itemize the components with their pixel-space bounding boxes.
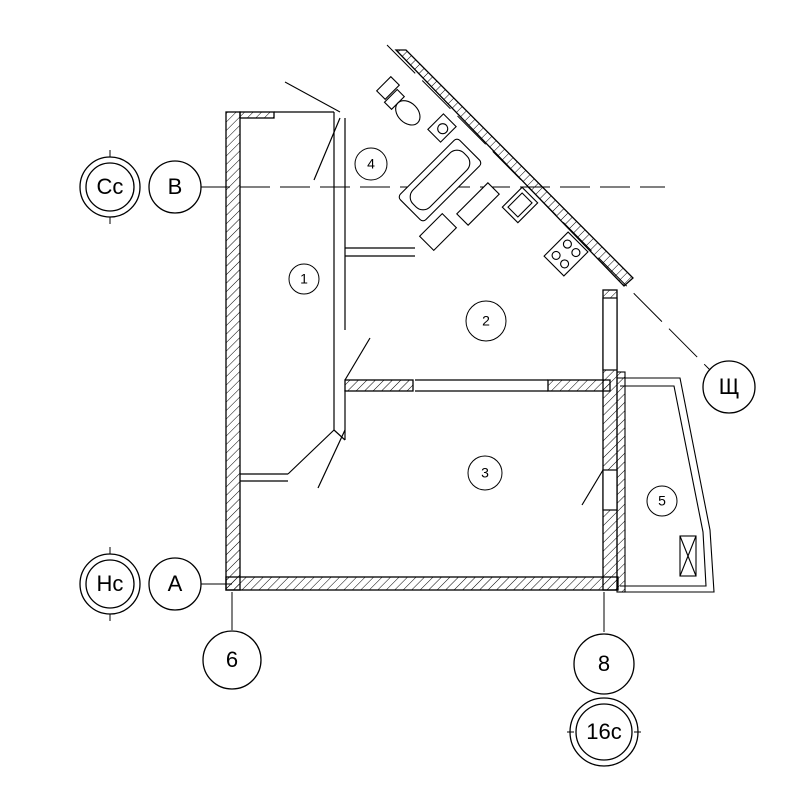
axis-marker-8: 8 xyxy=(573,633,635,695)
toilet xyxy=(383,88,421,126)
counter xyxy=(418,212,458,252)
bathtub xyxy=(398,138,482,222)
axis-marker-cc: Сс xyxy=(79,150,141,224)
svg-text:Щ: Щ xyxy=(719,374,740,399)
interior-lines xyxy=(240,111,618,511)
axis-marker-a: А xyxy=(148,557,202,611)
axis-marker-hc: Нс xyxy=(79,547,141,621)
room-label-1: 1 xyxy=(288,263,320,295)
svg-text:В: В xyxy=(168,174,183,199)
svg-text:8: 8 xyxy=(598,651,610,676)
axis-lines xyxy=(200,44,713,632)
kitchen-sink xyxy=(501,186,539,224)
bottom-wall xyxy=(225,576,619,591)
axis-top-line xyxy=(284,81,341,113)
axis-marker-sh: Щ xyxy=(702,360,756,414)
diagonal-wall xyxy=(394,49,634,287)
bathroom-fixtures xyxy=(375,75,589,277)
axis-marker-b: В xyxy=(148,160,202,214)
room-label-3: 3 xyxy=(467,455,503,491)
left-wall xyxy=(225,111,241,591)
room-labels: 1 2 3 4 5 xyxy=(288,147,678,517)
outer-walls xyxy=(225,49,634,591)
svg-text:Нс: Нс xyxy=(97,571,124,596)
room-label-2: 2 xyxy=(465,300,507,342)
svg-text:3: 3 xyxy=(481,465,489,481)
svg-text:Сс: Сс xyxy=(97,174,124,199)
room-label-5: 5 xyxy=(646,485,678,517)
svg-text:А: А xyxy=(168,571,183,596)
axis-marker-16c: 16с xyxy=(567,697,641,767)
svg-text:16с: 16с xyxy=(586,719,621,744)
svg-text:2: 2 xyxy=(482,313,490,329)
room-label-4: 4 xyxy=(354,147,388,181)
stove xyxy=(543,231,589,277)
balcony xyxy=(616,371,715,593)
sink xyxy=(427,113,457,143)
svg-text:4: 4 xyxy=(367,156,375,172)
svg-text:6: 6 xyxy=(226,647,238,672)
axis-markers: Сс В Нс А 6 8 xyxy=(79,150,756,767)
svg-text:5: 5 xyxy=(658,493,666,509)
partition-2-3-left xyxy=(344,379,414,392)
washer xyxy=(375,75,401,101)
partition-2-3-right xyxy=(547,379,611,392)
counter-2 xyxy=(456,182,500,226)
axis-marker-6: 6 xyxy=(202,630,262,690)
top-wall-stub xyxy=(239,111,275,119)
svg-text:1: 1 xyxy=(300,271,308,287)
